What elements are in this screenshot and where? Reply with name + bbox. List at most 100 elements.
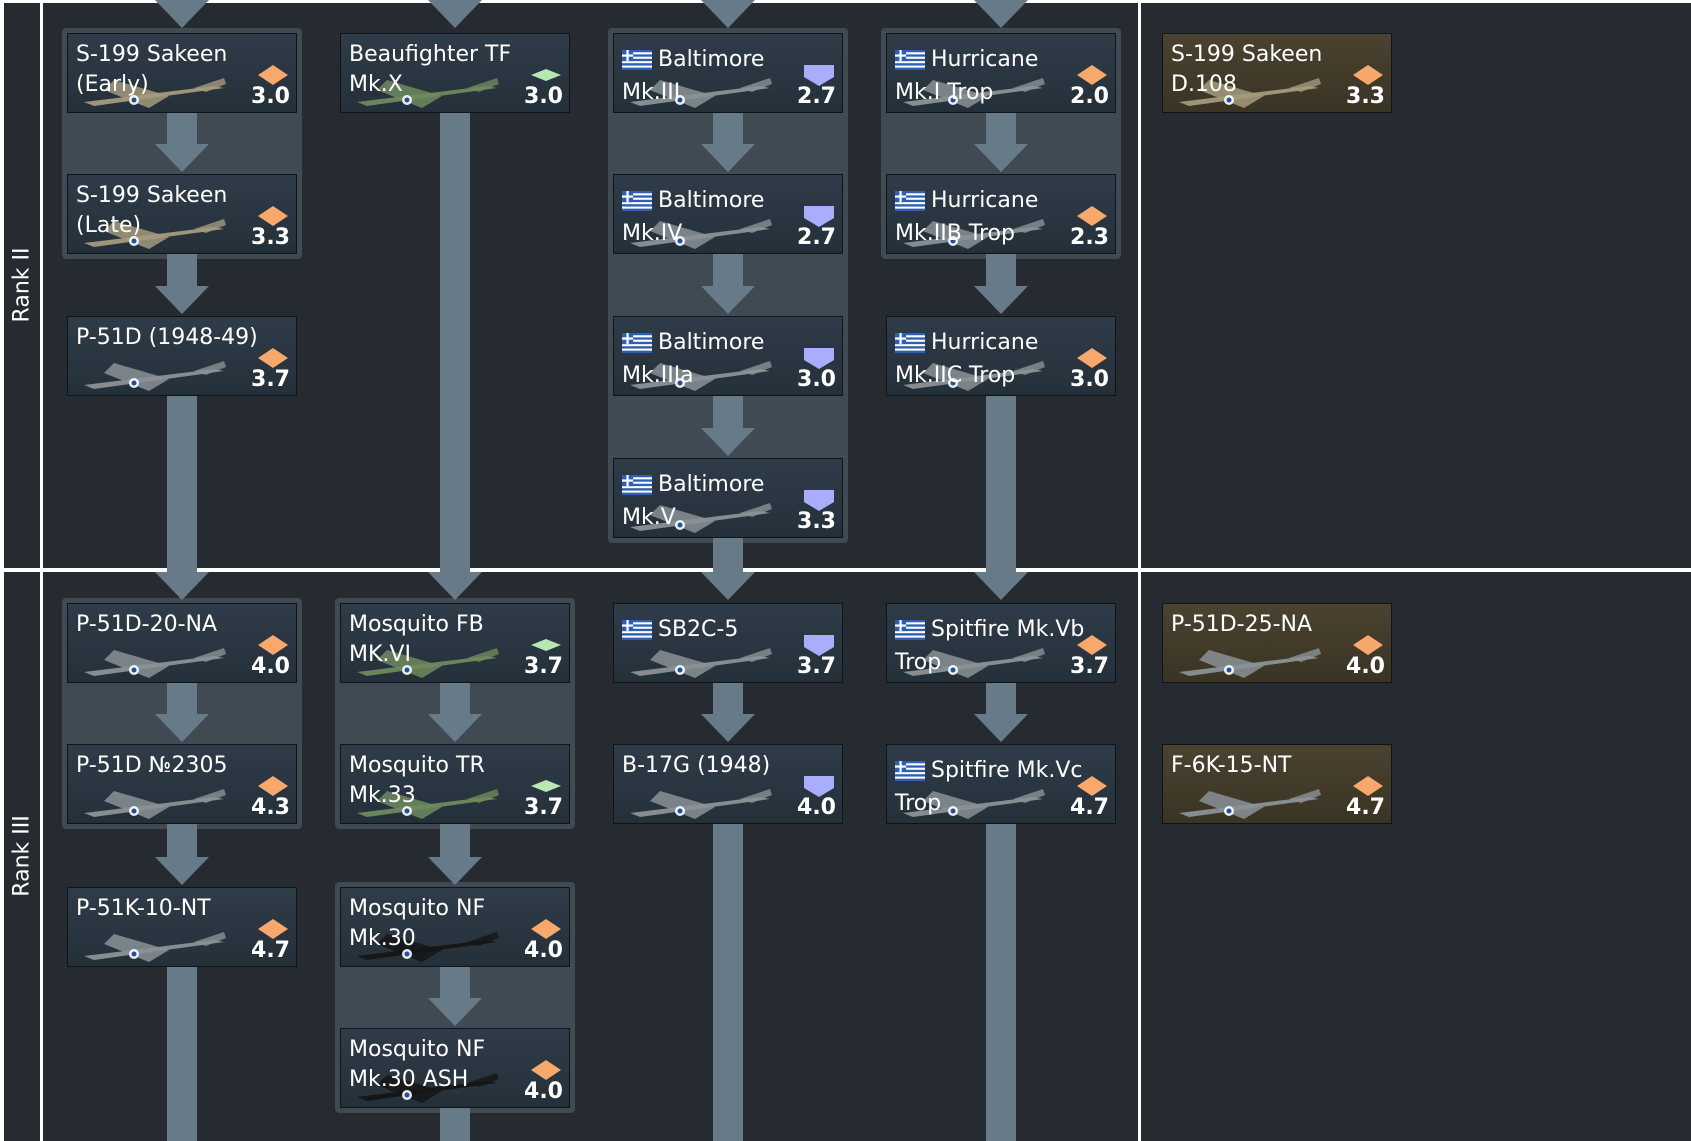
battle-rating: 4.3: [251, 795, 290, 820]
fighter-role-icon: [258, 776, 288, 796]
research-arrow: [155, 714, 209, 742]
rank-label: Rank II: [9, 247, 35, 323]
vehicle-name-text: P-51D (1948-49): [76, 325, 258, 350]
fighter-role-icon: [258, 635, 288, 655]
vehicle-name: S-199 Sakeen D.108: [1171, 40, 1366, 100]
strike-aircraft-role-icon: [531, 780, 561, 792]
vehicle-name-text: P-51K-10-NT: [76, 896, 211, 921]
research-arrow: [428, 857, 482, 885]
vehicle-name: S-199 Sakeen (Early): [76, 40, 271, 100]
aircraft-image: [1179, 648, 1321, 678]
greece-flag-icon: [895, 620, 925, 640]
greece-flag-icon: [622, 475, 652, 495]
vehicle-name-text: S-199 Sakeen (Late): [76, 183, 228, 238]
vehicle-card[interactable]: B-17G (1948)4.0: [613, 744, 843, 824]
bomber-role-icon: [804, 206, 834, 227]
fighter-role-icon: [531, 919, 561, 939]
aircraft-image: [84, 789, 226, 819]
aircraft-image: [1179, 789, 1321, 819]
research-arrow: [974, 286, 1028, 314]
research-arrow: [701, 428, 755, 456]
strike-aircraft-role-icon: [531, 639, 561, 651]
vehicle-name-text: S-199 Sakeen D.108: [1171, 42, 1323, 97]
vehicle-name-text: Beaufighter TF Mk.X: [349, 42, 512, 97]
research-arrow: [974, 572, 1028, 600]
aircraft-image: [357, 648, 499, 678]
aircraft-image: [903, 648, 1045, 678]
battle-rating: 3.7: [251, 367, 290, 392]
battle-rating: 4.0: [524, 938, 563, 963]
fighter-role-icon: [531, 1060, 561, 1080]
research-arrow: [155, 857, 209, 885]
research-arrow: [155, 144, 209, 172]
vehicle-name-text: P-51D-20-NA: [76, 612, 218, 637]
aircraft-image: [84, 932, 226, 962]
vehicle-name-text: Mosquito TR Mk.33: [349, 753, 485, 808]
research-connector-line: [167, 967, 197, 1141]
vehicle-name: Hurricane Mk.IIC Trop: [895, 326, 1090, 392]
aircraft-image: [630, 219, 772, 249]
vehicle-card[interactable]: P-51D (1948-49) 3.7: [67, 316, 297, 396]
research-connector-line: [167, 113, 197, 148]
greece-flag-icon: [622, 620, 652, 640]
battle-rating: 3.0: [251, 84, 290, 109]
aircraft-image: [84, 78, 226, 108]
fighter-role-icon: [1077, 348, 1107, 368]
vehicle-name: S-199 Sakeen (Late): [76, 181, 271, 241]
rank-label-column: Rank II: [0, 0, 43, 570]
premium-divider: [1138, 0, 1141, 570]
aircraft-image: [903, 361, 1045, 391]
battle-rating: 3.7: [1070, 654, 1109, 679]
research-connector-line: [440, 824, 470, 861]
research-connector-line: [986, 113, 1016, 148]
vehicle-name: Mosquito FB MK.VI: [349, 610, 544, 670]
vehicle-name-text: Baltimore Mk.V: [622, 472, 765, 530]
vehicle-name-text: F-6K-15-NT: [1171, 753, 1292, 778]
research-connector-line: [167, 254, 197, 290]
vehicle-card[interactable]: S-199 Sakeen (Late)3.3: [67, 174, 297, 254]
bomber-role-icon: [804, 776, 834, 797]
bomber-role-icon: [804, 348, 834, 369]
vehicle-name: Baltimore Mk.V: [622, 468, 817, 534]
research-arrow: [701, 714, 755, 742]
greece-flag-icon: [895, 333, 925, 353]
vehicle-name-text: S-199 Sakeen (Early): [76, 42, 228, 97]
research-arrow: [701, 572, 755, 600]
greece-flag-icon: [622, 191, 652, 211]
vehicle-name: SB2C-5: [622, 613, 817, 646]
research-arrow: [701, 144, 755, 172]
rank-label-column: Rank III: [0, 570, 43, 1141]
battle-rating: 2.3: [1070, 225, 1109, 250]
battle-rating: 4.0: [1346, 654, 1385, 679]
aircraft-image: [903, 789, 1045, 819]
vehicle-card[interactable]: S-199 Sakeen D.108 3.3: [1162, 33, 1392, 113]
fighter-role-icon: [258, 206, 288, 226]
research-connector-line: [713, 254, 743, 290]
aircraft-image: [84, 361, 226, 391]
vehicle-name: Baltimore Mk.IV: [622, 184, 817, 250]
battle-rating: 3.3: [1346, 84, 1385, 109]
vehicle-card[interactable]: S-199 Sakeen (Early) 3.0: [67, 33, 297, 113]
battle-rating: 4.7: [1070, 795, 1109, 820]
research-connector-line: [986, 396, 1016, 574]
